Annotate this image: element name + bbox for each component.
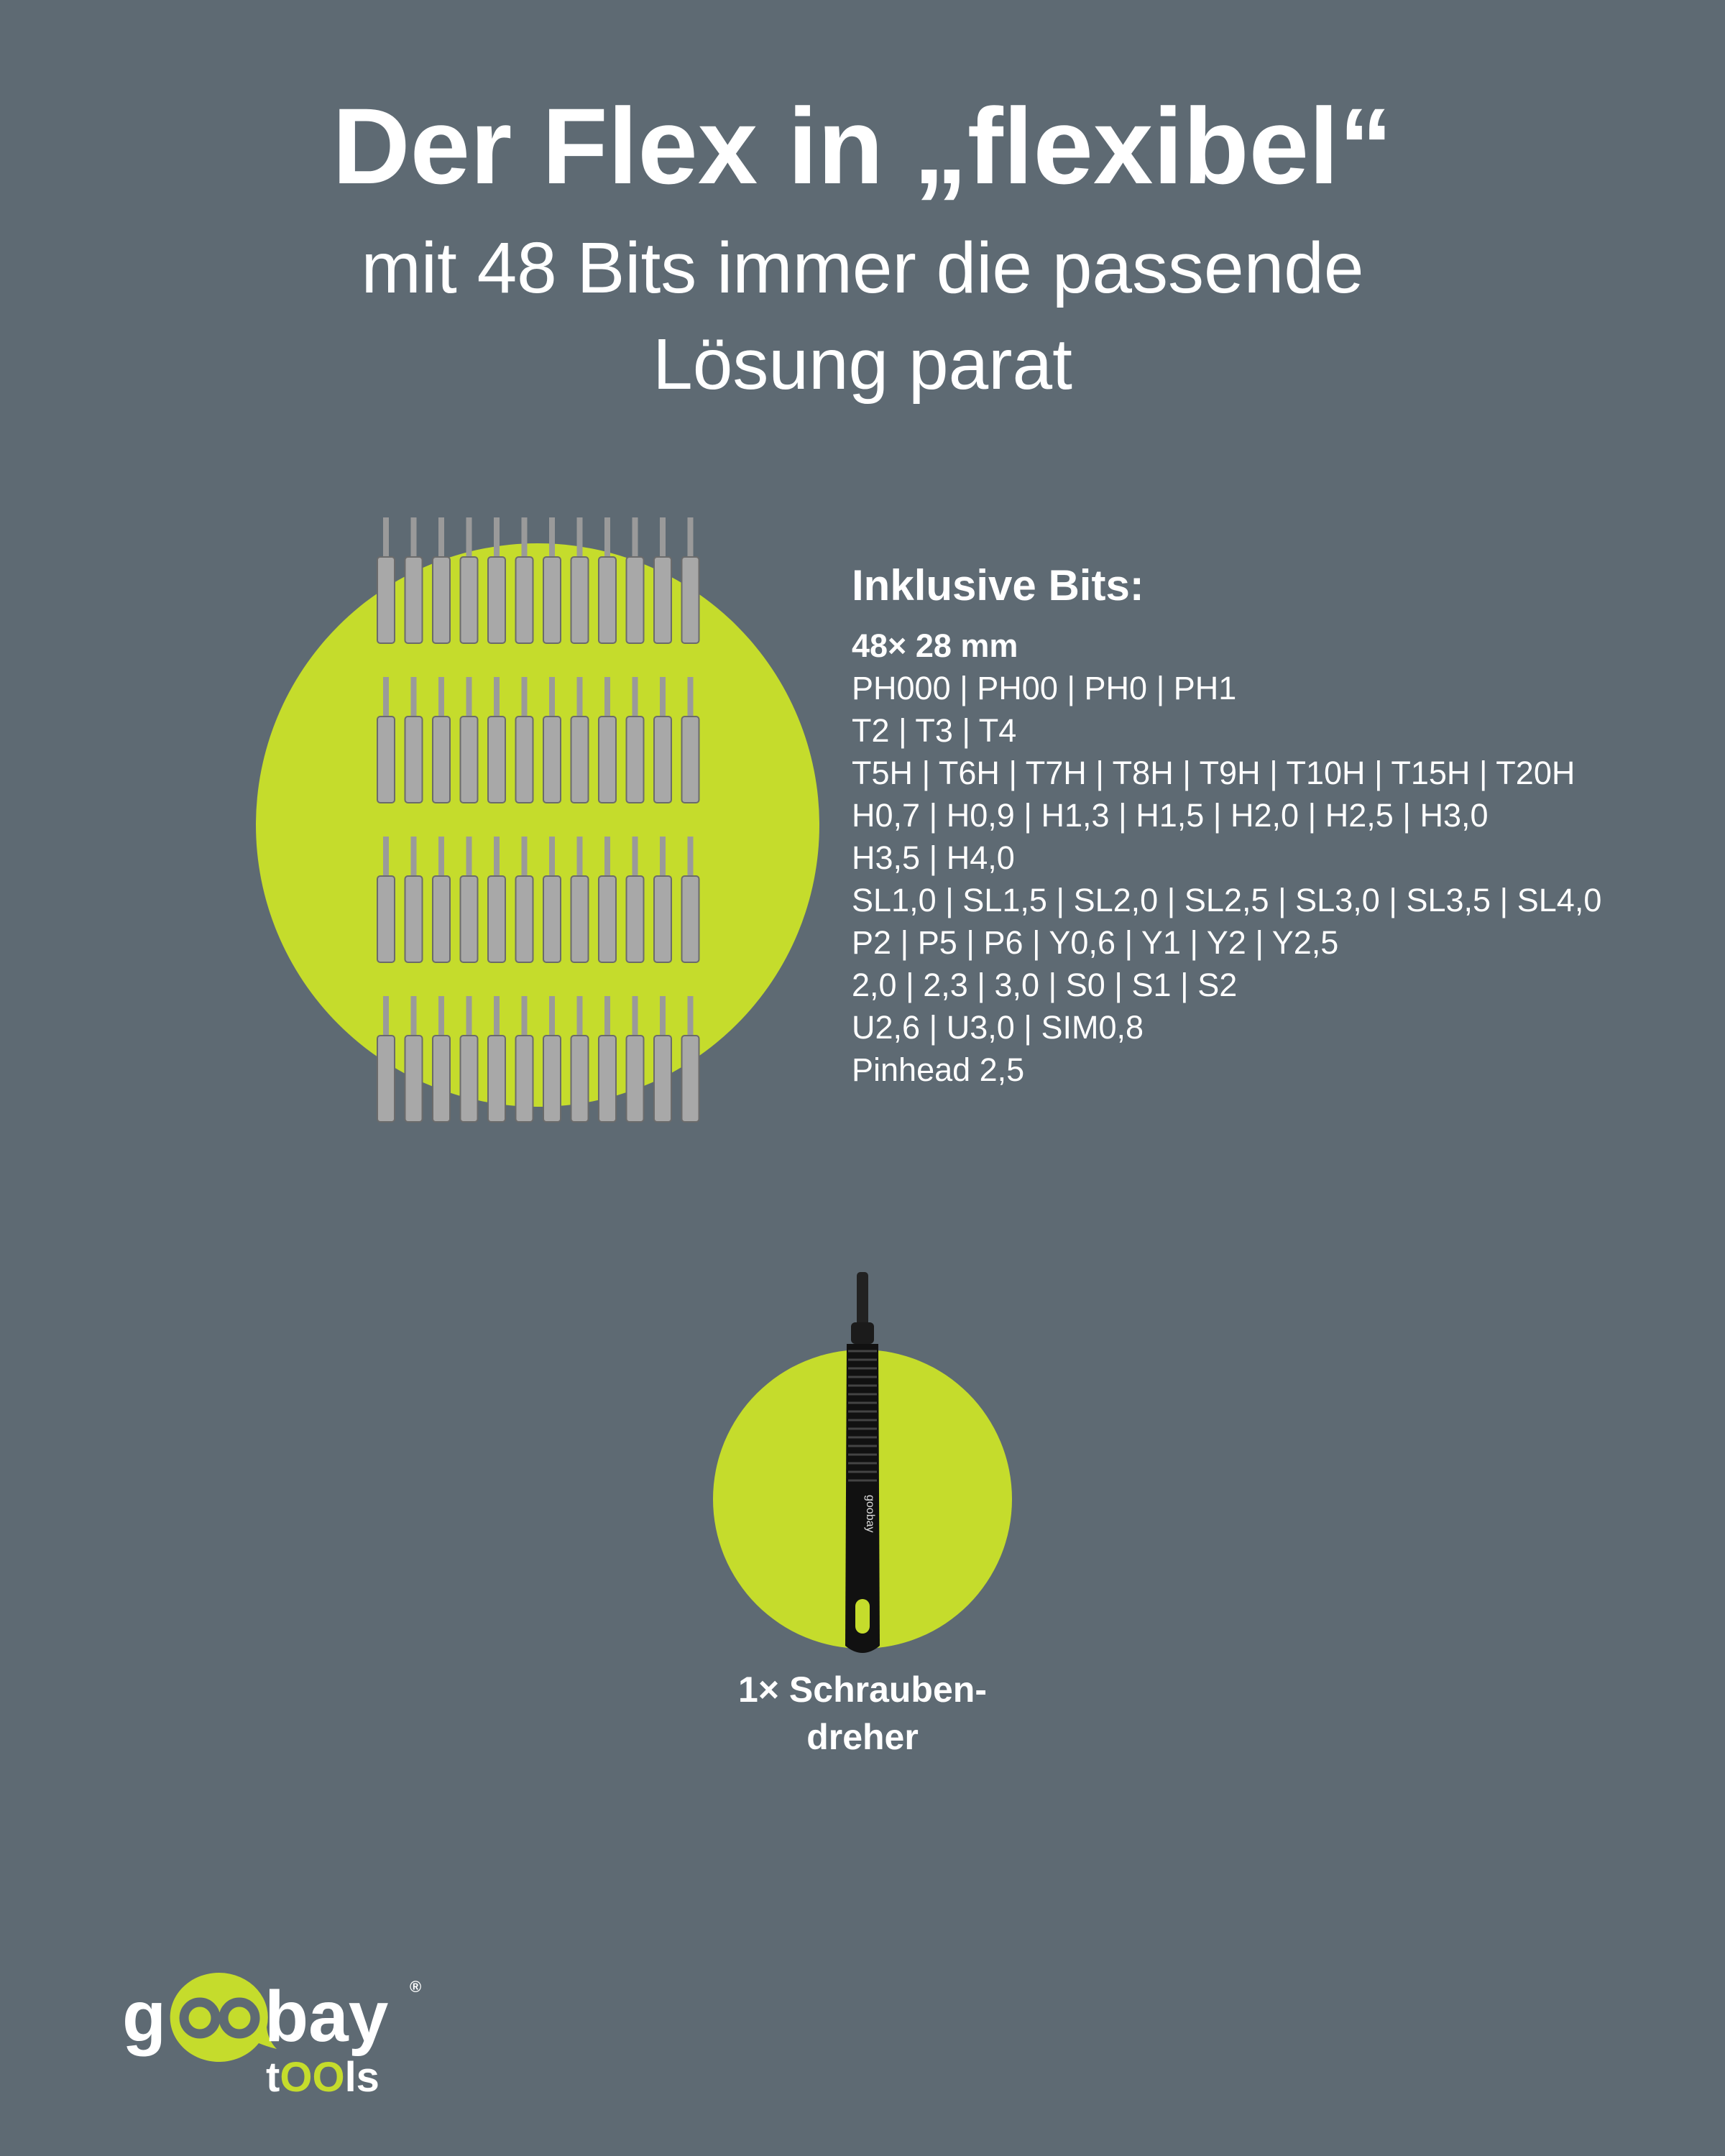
bits-count: 48× 28 mm — [852, 627, 1018, 664]
bit — [681, 996, 700, 1123]
bit — [543, 517, 561, 644]
bits-list-line: Pinhead 2,5 — [852, 1051, 1025, 1088]
bit — [598, 996, 617, 1123]
caption-line-1: 1× Schrauben- — [738, 1669, 987, 1710]
bit — [487, 517, 506, 644]
bit — [543, 677, 561, 803]
bit — [653, 517, 672, 644]
bit — [404, 517, 423, 644]
svg-text:g: g — [122, 1976, 166, 2057]
bits-list-line: U2,6 | U3,0 | SIM0,8 — [852, 1009, 1144, 1046]
bit — [377, 677, 395, 803]
bits-list-line: T5H | T6H | T7H | T8H | T9H | T10H | T15… — [852, 755, 1576, 791]
bit — [598, 517, 617, 644]
bit — [487, 837, 506, 963]
bit — [404, 837, 423, 963]
logo-tools-text: tOOls — [266, 2054, 380, 2099]
screwdriver-image: goobay — [845, 1272, 880, 1653]
caption-line-2: dreher — [806, 1717, 919, 1757]
bit — [625, 837, 645, 963]
bit — [459, 517, 479, 644]
bits-list-line: H0,7 | H0,9 | H1,3 | H1,5 | H2,0 | H2,5 … — [852, 797, 1489, 834]
bit — [432, 837, 451, 963]
bit — [543, 996, 561, 1123]
bit — [459, 837, 479, 963]
bits-image — [377, 517, 700, 1123]
logo-brand-text: bay — [264, 1976, 389, 2057]
bit — [653, 677, 672, 803]
bit — [570, 996, 589, 1123]
bit — [653, 837, 672, 963]
bit — [543, 837, 561, 963]
bits-list-line: PH000 | PH00 | PH0 | PH1 — [852, 670, 1237, 706]
subtitle-line-1: mit 48 Bits immer die passende — [361, 228, 1364, 308]
bit — [487, 677, 506, 803]
bit — [625, 517, 645, 644]
bit — [459, 996, 479, 1123]
screwdriver-caption: 1× Schrauben- dreher — [647, 1666, 1078, 1761]
bit — [570, 837, 589, 963]
bit — [432, 517, 451, 644]
bit — [432, 677, 451, 803]
bit — [377, 996, 395, 1123]
bit — [570, 517, 589, 644]
page-title: Der Flex in „flexibel“ — [332, 86, 1393, 206]
bit — [598, 677, 617, 803]
bit — [515, 837, 534, 963]
bit — [459, 677, 479, 803]
bits-background-circle — [256, 543, 819, 1107]
bit — [681, 517, 700, 644]
bit — [377, 517, 395, 644]
bits-list-line: T2 | T3 | T4 — [852, 712, 1017, 749]
subtitle-line-2: Lösung parat — [653, 324, 1072, 405]
bit — [625, 996, 645, 1123]
bit — [404, 677, 423, 803]
bits-heading: Inklusive Bits: — [852, 561, 1144, 609]
screwdriver-brand-print: goobay — [864, 1495, 876, 1533]
bit — [598, 837, 617, 963]
bits-list-line: 2,0 | 2,3 | 3,0 | S0 | S1 | S2 — [852, 967, 1238, 1003]
bits-list-line: SL1,0 | SL1,5 | SL2,0 | SL2,5 | SL3,0 | … — [852, 882, 1602, 918]
bit — [570, 677, 589, 803]
bit — [515, 996, 534, 1123]
bit — [625, 677, 645, 803]
bit — [404, 996, 423, 1123]
bit — [681, 677, 700, 803]
bit — [515, 677, 534, 803]
bit — [377, 837, 395, 963]
bit — [487, 996, 506, 1123]
bit — [653, 996, 672, 1123]
bits-list-line: H3,5 | H4,0 — [852, 839, 1015, 876]
bit — [681, 837, 700, 963]
bit — [432, 996, 451, 1123]
bits-list-line: P2 | P5 | P6 | Y0,6 | Y1 | Y2 | Y2,5 — [852, 924, 1339, 961]
registered-mark: ® — [410, 1978, 421, 1996]
goobay-tools-logo: g bay ® tOOls — [122, 1972, 421, 2099]
bit — [515, 517, 534, 644]
bits-list: Inklusive Bits: 48× 28 mm PH000 | PH00 |… — [852, 557, 1601, 1091]
